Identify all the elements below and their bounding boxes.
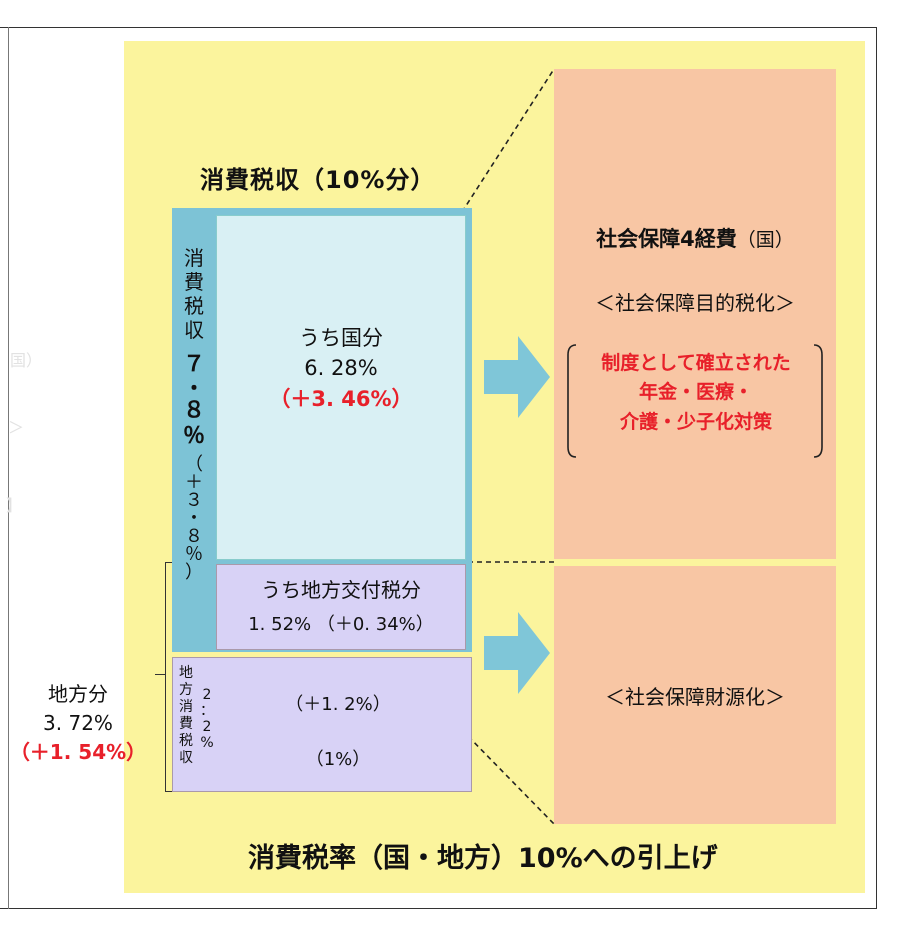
- funding-box: [554, 566, 836, 824]
- local-share-title: 地方分: [48, 682, 108, 706]
- local-consumption-tax-base: （1%）: [305, 749, 371, 770]
- tax-revenue-title: 消費税収（10%分）: [200, 166, 436, 194]
- national-share-increase: （＋3. 46%）: [269, 386, 413, 411]
- ghost-text-2: ＞: [8, 418, 25, 437]
- local-allocation-tax-box: [216, 564, 466, 650]
- vlabel-char: ＋: [185, 472, 203, 493]
- social-security-item: 制度として確立された: [601, 352, 791, 374]
- local-allocation-tax-value: 1. 52% （＋0. 34%）: [248, 614, 434, 635]
- social-security-title: 社会保障4経費（国）: [554, 223, 836, 253]
- local-share-increase: （＋1. 54%）: [9, 740, 147, 764]
- ghost-text-3: 】: [6, 496, 23, 515]
- vlabel-char: 消: [184, 246, 204, 270]
- vlabel-char: ％: [182, 424, 205, 449]
- local-share-value: 3. 72%: [43, 711, 113, 735]
- vlabel-char: 費: [179, 716, 193, 732]
- frame-left-line: [8, 27, 9, 909]
- funding-label: ＜社会保障財源化＞: [605, 685, 785, 709]
- social-security-items: 制度として確立された 年金・医療・ 介護・少子化対策: [580, 349, 812, 437]
- vpct-char: 2: [202, 687, 212, 703]
- national-share-title: うち国分: [299, 326, 383, 350]
- vlabel-char: 収: [179, 750, 193, 766]
- vlabel-char: ）: [185, 562, 203, 583]
- local-consumption-tax-box: [172, 657, 472, 792]
- red-text-brackets: [567, 344, 823, 458]
- social-security-subtitle: ＜社会保障目的税化＞: [595, 291, 795, 315]
- vlabel-char: 費: [184, 270, 204, 294]
- vlabel-char: 方: [179, 682, 193, 698]
- vlabel-char: ３: [185, 490, 203, 511]
- social-security-box: [554, 69, 836, 559]
- social-security-title-main: 社会保障4経費: [596, 227, 737, 251]
- vlabel-char: ７: [182, 352, 205, 377]
- vpct-char: %: [200, 735, 214, 751]
- local-consumption-tax-vertical-label: 地 方 消 費 税 収: [176, 666, 196, 765]
- bracket-tick: [155, 674, 165, 675]
- social-security-item: 年金・医療・: [638, 381, 753, 404]
- arrow-right-icon: [484, 612, 550, 694]
- frame-top-line: [0, 27, 877, 28]
- vlabel-char: ８: [185, 526, 203, 547]
- social-security-item: 介護・少子化対策: [619, 410, 772, 433]
- local-share-text: 地方分 3. 72% （＋1. 54%）: [0, 680, 156, 767]
- national-share-text: うち国分 6. 28% （＋3. 46%）: [216, 323, 466, 414]
- tax-increase-title: 消費税率（国・地方）10%への引上げ: [248, 843, 718, 874]
- vlabel-char: ・: [184, 376, 204, 400]
- local-allocation-tax-title: うち地方交付税分: [261, 578, 421, 602]
- vlabel-char: 収: [184, 318, 204, 342]
- vlabel-char: ％: [185, 544, 203, 565]
- vlabel-char: ８: [182, 398, 205, 423]
- vpct-char: 2: [202, 719, 212, 735]
- frame-right-line: [876, 27, 877, 909]
- vlabel-char: 税: [184, 294, 204, 318]
- ghost-text-1: 国）: [10, 351, 43, 370]
- local-share-bracket: [165, 562, 172, 792]
- tax-rate-vertical-label: 消 費 税 収 ７ ・ ８ ％ （ ＋ ３ ・ ８ ％ ）: [174, 248, 214, 582]
- arrow-right-icon: [484, 336, 550, 418]
- national-share-value: 6. 28%: [304, 356, 378, 381]
- national-share-box: [216, 215, 466, 560]
- vlabel-char: ・: [185, 508, 203, 529]
- local-consumption-tax-increase: （＋1. 2%）: [285, 694, 391, 715]
- local-consumption-tax-percent: 2 ： 2 %: [198, 688, 216, 750]
- vlabel-char: 消: [179, 699, 193, 715]
- vlabel-char: （: [185, 454, 203, 475]
- vlabel-char: 地: [179, 665, 193, 681]
- vpct-char: ：: [200, 703, 214, 719]
- vlabel-char: 税: [179, 733, 193, 749]
- social-security-title-suffix: （国）: [736, 229, 794, 251]
- frame-bottom-line: [0, 908, 877, 909]
